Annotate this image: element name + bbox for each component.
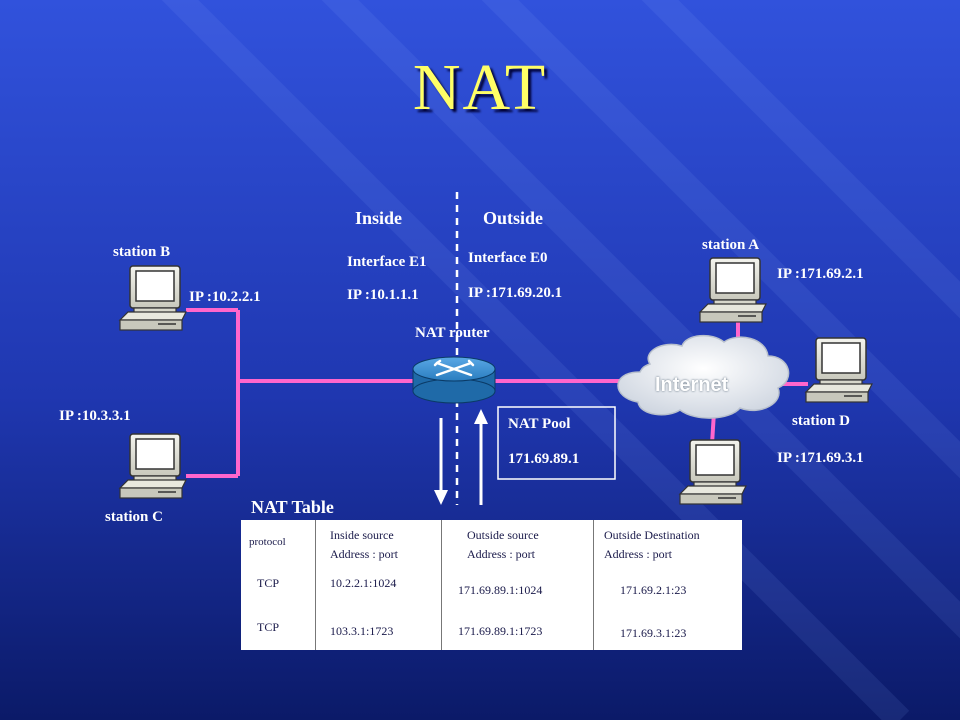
interface-e1-label: Interface E1 — [347, 254, 427, 270]
station-d-computer — [805, 337, 873, 403]
row-1-inside: 10.2.2.1:1024 — [330, 576, 397, 590]
inside-column: Inside source Address : port 10.2.2.1:10… — [315, 520, 442, 650]
station-b-label: station B — [113, 244, 171, 260]
nat-table: protocol TCP TCP Inside source Address :… — [241, 520, 742, 650]
protocol-column: protocol TCP TCP — [241, 520, 316, 650]
station-c-label: station C — [105, 509, 163, 525]
internet-label: Internet — [655, 374, 729, 396]
station-c-computer — [119, 433, 187, 499]
inside-label: Inside — [355, 208, 403, 228]
outside-destination-header-line1: Outside Destination — [604, 528, 700, 542]
nat-pool-box — [497, 406, 616, 480]
row-1-protocol: TCP — [257, 576, 280, 590]
station-a-computer — [699, 257, 767, 323]
station-c-ip: IP :10.3.3.1 — [59, 408, 131, 424]
inside-header-line2: Address : port — [330, 547, 398, 561]
router-label: NAT router — [415, 325, 490, 341]
interface-e1-ip: IP :10.1.1.1 — [347, 287, 419, 303]
station-a-ip: IP :171.69.2.1 — [777, 266, 864, 282]
up-arrow — [474, 409, 488, 505]
station-d-label: station D — [792, 413, 850, 429]
row-1-outside-source: 171.69.89.1:1024 — [458, 583, 543, 597]
row-2-outside-destination: 171.69.3.1:23 — [620, 626, 687, 640]
nat-table-grid: protocol TCP TCP Inside source Address :… — [241, 520, 742, 650]
outside-source-header-line2: Address : port — [467, 547, 535, 561]
station-e-computer — [679, 439, 747, 505]
inside-header-line1: Inside source — [330, 528, 394, 542]
down-arrow — [434, 418, 448, 505]
nat-pool-address: 171.69.89.1 — [508, 451, 580, 467]
slide-title: NAT — [412, 51, 548, 124]
outside-destination-header-line2: Address : port — [604, 547, 672, 561]
outside-label: Outside — [483, 208, 544, 228]
nat-pool-label: NAT Pool — [508, 416, 571, 432]
interface-e0-ip: IP :171.69.20.1 — [468, 285, 563, 301]
outside-source-header-line1: Outside source — [467, 528, 539, 542]
nat-table-title: NAT Table — [251, 497, 334, 517]
station-a-label: station A — [702, 237, 760, 253]
nat-router — [412, 356, 496, 404]
outside-destination-column: Outside Destination Address : port 171.6… — [594, 520, 743, 650]
protocol-header: protocol — [249, 536, 286, 548]
outside-source-column: Outside source Address : port 171.69.89.… — [441, 520, 594, 650]
row-2-protocol: TCP — [257, 620, 280, 634]
row-2-outside-source: 171.69.89.1:1723 — [458, 624, 543, 638]
interface-e0-label: Interface E0 — [468, 250, 548, 266]
station-b-computer — [119, 265, 187, 331]
station-d-ip: IP :171.69.3.1 — [777, 450, 864, 466]
row-1-outside-destination: 171.69.2.1:23 — [620, 583, 687, 597]
row-2-inside: 103.3.1:1723 — [330, 624, 394, 638]
internet-cloud — [617, 334, 790, 419]
station-b-ip: IP :10.2.2.1 — [189, 289, 261, 305]
